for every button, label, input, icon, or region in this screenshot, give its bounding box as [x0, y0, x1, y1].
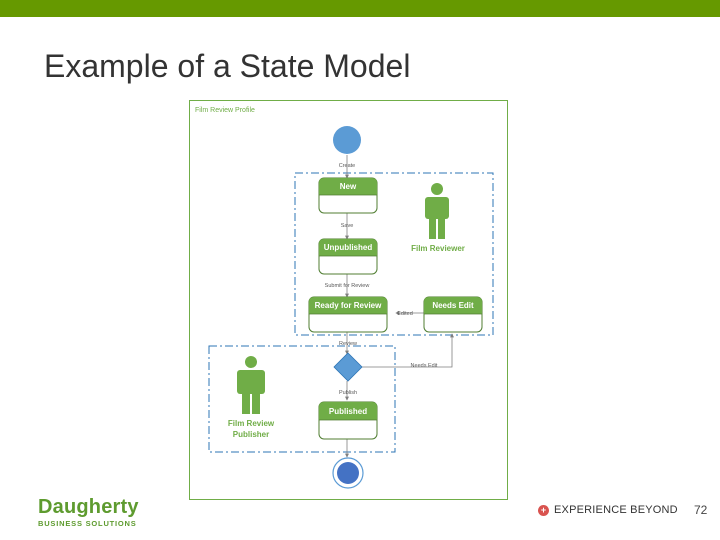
start-node	[333, 126, 361, 154]
transition-submit-label: Submit for Review	[325, 283, 370, 289]
connector-needs-edit	[362, 333, 454, 368]
top-accent-bar	[0, 0, 720, 17]
state-unpublished: Unpublished	[318, 238, 378, 275]
reviewer-actor-icon	[425, 183, 449, 239]
company-logo: Daugherty BUSINESS SOLUTIONS	[38, 496, 139, 528]
state-ready-for-review: Ready for Review	[308, 296, 388, 333]
footer-tagline: + EXPERIENCE BEYOND	[538, 504, 678, 516]
transition-edited-label: Edited	[397, 311, 413, 317]
logo-sub-text: BUSINESS SOLUTIONS	[38, 519, 137, 528]
state-published-label: Published	[329, 407, 367, 416]
transition-save-label: Save	[341, 223, 354, 229]
state-new: New	[318, 177, 378, 214]
publisher-actor-icon	[237, 356, 265, 414]
state-model-diagram: Film Review Profile New Unpublished Read…	[189, 100, 508, 500]
reviewer-actor-label: Film Reviewer	[411, 244, 465, 253]
logo-main-text: Daugherty	[38, 496, 139, 518]
transition-review-label: Review	[339, 341, 357, 347]
publisher-actor-label-line1: Film Review	[228, 419, 275, 428]
page-number: 72	[694, 503, 708, 517]
end-node	[332, 457, 364, 489]
tagline-text: EXPERIENCE BEYOND	[554, 504, 678, 516]
publisher-actor-label-line2: Publisher	[233, 430, 269, 439]
state-ready-for-review-label: Ready for Review	[315, 301, 382, 310]
slide-title: Example of a State Model	[44, 48, 411, 84]
state-needs-edit-label: Needs Edit	[432, 301, 474, 310]
swimlane-reviewer	[294, 172, 494, 336]
swimlane-publisher	[208, 345, 396, 453]
state-needs-edit: Needs Edit	[423, 296, 483, 333]
plus-icon: +	[538, 504, 549, 516]
state-new-label: New	[340, 182, 357, 191]
frame-title: Film Review Profile	[195, 107, 255, 114]
state-unpublished-label: Unpublished	[324, 243, 373, 252]
state-published: Published	[318, 401, 378, 440]
transition-create-label: Create	[339, 163, 356, 169]
transition-publish-label: Publish	[339, 390, 357, 396]
review-decision	[333, 352, 363, 382]
transition-needs-edit-label: Needs Edit	[411, 363, 438, 369]
